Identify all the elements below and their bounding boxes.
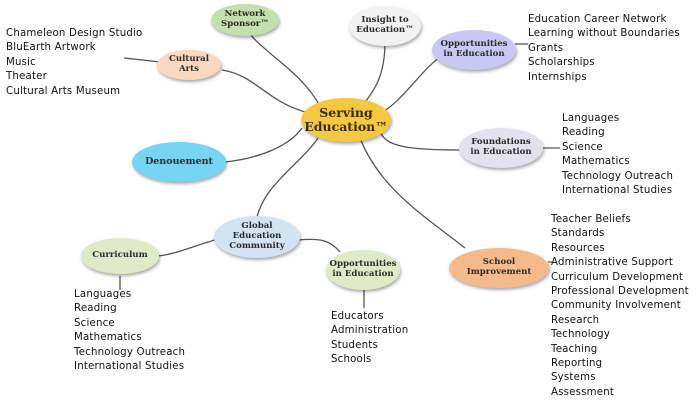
list-item: Education Career Network [528, 14, 667, 25]
list-item: Schools [331, 354, 372, 366]
list-item: Cultural Arts Museum [6, 85, 121, 97]
list-item: Resources [551, 242, 605, 254]
node-school-improvement[interactable]: School Improvement [449, 248, 549, 288]
list-item: International Studies [74, 361, 185, 373]
list-item: Learning without Boundaries [528, 28, 680, 40]
list-item: Professional Development [551, 286, 689, 298]
list-item: Research [551, 314, 600, 326]
link-center-network-sponsor [244, 27, 321, 107]
foundations-list: Languages Reading Science Mathematics Te… [562, 112, 673, 198]
list-item: Mathematics [74, 332, 142, 344]
node-global-education-community[interactable]: Global Education Community [214, 216, 300, 258]
list-item: Technology Outreach [562, 170, 674, 182]
list-item: Internships [528, 71, 587, 83]
link-global-opportunities-bottom [297, 238, 341, 253]
list-item: Administration [331, 325, 409, 337]
list-item: Science [562, 141, 603, 153]
link-center-opportunities-top [377, 54, 444, 116]
list-item: Reporting [551, 358, 603, 370]
node-opportunities-in-education-bottom[interactable]: Opportunities in Education [326, 250, 400, 290]
node-curriculum[interactable]: Curriculum [81, 238, 159, 274]
link-center-cultural-arts [221, 69, 306, 113]
list-item: Students [331, 339, 379, 351]
link-center-global [255, 137, 319, 223]
link-center-school-improvement [359, 137, 466, 249]
list-item: Reading [74, 303, 117, 315]
list-item: Scholarships [528, 57, 595, 69]
link-center-insight [361, 41, 386, 107]
node-serving-education[interactable]: Serving Education™ [301, 98, 391, 142]
node-insight-to-education[interactable]: Insight to Education™ [349, 6, 421, 46]
list-item: Chameleon Design Studio [6, 28, 143, 39]
list-item: Teaching [551, 343, 598, 355]
list-item: Reading [562, 127, 605, 139]
link-cultural-arts-list [123, 57, 161, 63]
opportunities-top-list: Education Career Network Learning withou… [528, 13, 680, 85]
node-cultural-arts[interactable]: Cultural Arts [157, 50, 221, 80]
school-improvement-list: Teacher Beliefs Standards Resources Admi… [551, 213, 689, 400]
opportunities-bottom-list: Educators Administration Students School… [331, 310, 408, 368]
list-item: Grants [528, 42, 564, 54]
list-item: Music [6, 56, 36, 68]
node-network-sponsor[interactable]: Network Sponsor™ [211, 4, 279, 36]
list-item: Technology Outreach [74, 346, 186, 358]
curriculum-list: Languages Reading Science Mathematics Te… [74, 288, 185, 374]
list-item: Educators [331, 311, 384, 322]
node-foundations-in-education[interactable]: Foundations in Education [459, 128, 543, 168]
list-item: Administrative Support [551, 257, 674, 269]
cultural-arts-list: Chameleon Design Studio BluEarth Artwork… [6, 27, 143, 99]
list-item: Science [74, 317, 115, 329]
link-center-foundations [379, 127, 461, 151]
node-denouement[interactable]: Denouement [132, 142, 226, 182]
list-item: Standards [551, 228, 605, 240]
list-item: Theater [6, 71, 48, 83]
list-item: Languages [562, 113, 620, 124]
list-item: Languages [74, 289, 132, 300]
list-item: Technology [551, 329, 611, 341]
list-item: Systems [551, 372, 596, 384]
list-item: Community Involvement [551, 300, 681, 312]
node-opportunities-in-education-top[interactable]: Opportunities in Education [432, 30, 516, 70]
list-item: Teacher Beliefs [551, 214, 631, 225]
list-item: Mathematics [562, 156, 630, 168]
list-item: Assessment [551, 386, 615, 398]
link-center-denouement [224, 127, 303, 163]
list-item: International Studies [562, 185, 673, 197]
list-item: Curriculum Development [551, 271, 684, 283]
list-item: BluEarth Artwork [6, 42, 96, 54]
link-global-curriculum [156, 237, 223, 257]
